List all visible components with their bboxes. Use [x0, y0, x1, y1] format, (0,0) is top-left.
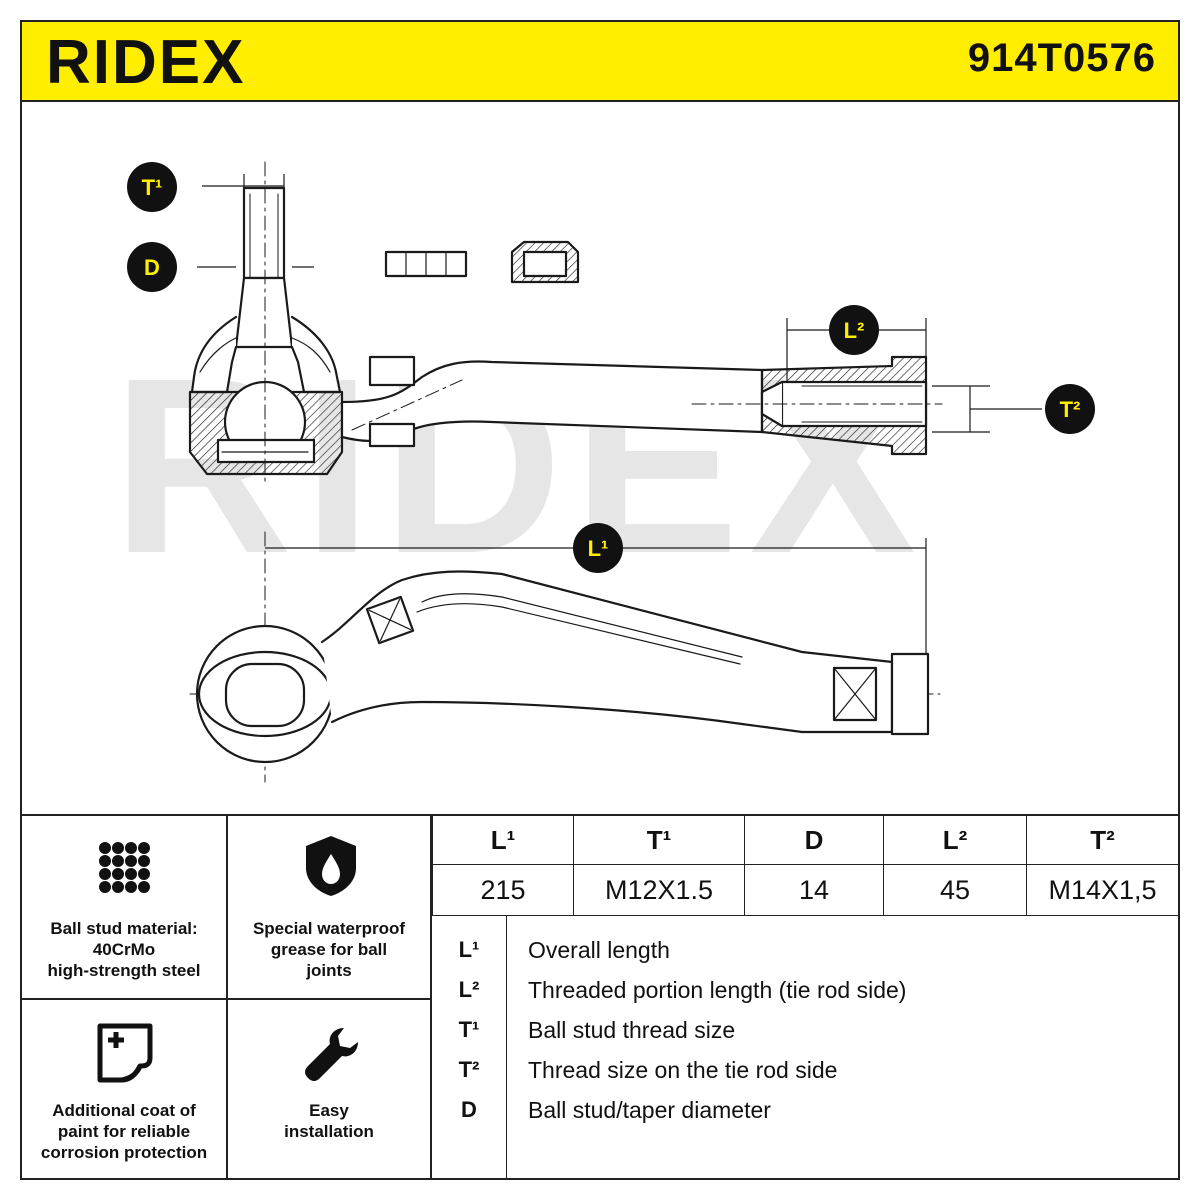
spec-header-d: D	[744, 816, 884, 865]
ridex-logo: RIDEX	[46, 28, 245, 94]
legend-symbol: L¹	[458, 937, 480, 962]
part-number: 914T0576	[967, 36, 1156, 80]
tie-rod-end-drawing: RIDEX	[112, 161, 1095, 783]
svg-text:D: D	[144, 255, 160, 280]
wrench-icon	[305, 1028, 358, 1081]
spec-table: L¹ T¹ D L² T² 215 M12X1.5 14 45 M14X1,5	[432, 816, 1178, 916]
spec-header-row: L¹ T¹ D L² T²	[432, 816, 1178, 865]
legend-row: L² Threaded portion length (tie rod side…	[432, 970, 1178, 1010]
legend-description: Overall length	[528, 937, 670, 963]
spec-value-l1: 215	[432, 864, 574, 916]
feature-text: Additional coat of paint for reliable co…	[40, 1101, 208, 1162]
legend-description: Ball stud thread size	[528, 1017, 736, 1043]
steel-grid-icon	[99, 842, 150, 893]
spec-header-l1: L¹	[432, 816, 574, 865]
legend-symbol: T¹	[458, 1017, 480, 1042]
stud-taper	[234, 276, 294, 349]
feature-paint-coat: Additional coat of paint for reliable co…	[22, 1000, 228, 1180]
product-sheet: RIDEX 914T0576 RIDEX	[20, 20, 1180, 1180]
arm-bottom-view	[320, 570, 894, 734]
spec-header-t2: T²	[1026, 816, 1178, 865]
header-bar: RIDEX 914T0576	[22, 22, 1178, 102]
brand-logo-text: RIDEX	[46, 28, 245, 94]
legend-description: Threaded portion length (tie rod side)	[528, 977, 907, 1003]
feature-easy-installation: Easy installation	[228, 1000, 432, 1180]
legend-row: D Ball stud/taper diameter	[432, 1090, 1178, 1130]
legend-row: L¹ Overall length	[432, 930, 1178, 970]
callout-d: D	[127, 242, 177, 292]
feature-text: Easy installation	[284, 1101, 374, 1141]
spec-header-l2: L²	[883, 816, 1027, 865]
feature-ball-stud-material: Ball stud material: 40CrMo high-strength…	[22, 816, 228, 1000]
feature-waterproof-grease: Special waterproof grease for ball joint…	[228, 816, 432, 1000]
spec-value-l2: 45	[883, 864, 1027, 916]
legend-description: Ball stud/taper diameter	[528, 1097, 771, 1123]
technical-drawing: RIDEX	[22, 102, 1178, 814]
callout-l2: L²	[829, 305, 879, 355]
legend-row: T¹ Ball stud thread size	[432, 1010, 1178, 1050]
svg-text:T¹: T¹	[142, 175, 163, 200]
legend-symbol: L²	[458, 977, 480, 1002]
spec-value-t2: M14X1,5	[1026, 864, 1178, 916]
svg-text:L¹: L¹	[588, 536, 609, 561]
legend-description: Thread size on the tie rod side	[528, 1057, 838, 1083]
svg-text:L²: L²	[844, 318, 865, 343]
spec-value-d: 14	[744, 864, 884, 916]
spec-header-t1: T¹	[573, 816, 745, 865]
legend-symbol-column	[432, 916, 507, 1180]
spec-value-t1: M12X1.5	[573, 864, 745, 916]
legend-row: T² Thread size on the tie rod side	[432, 1050, 1178, 1090]
dimension-legend: L¹ Overall length L² Threaded portion le…	[432, 916, 1178, 1180]
callout-l1: L¹	[573, 523, 623, 573]
legend-symbol: D	[461, 1097, 477, 1122]
info-section: Ball stud material: 40CrMo high-strength…	[22, 814, 1178, 1180]
stud-thread	[242, 186, 286, 280]
callout-t2: T²	[1045, 384, 1095, 434]
callout-t1: T¹	[127, 162, 177, 212]
paint-coat-icon	[97, 1023, 153, 1083]
legend-symbol: T²	[458, 1057, 480, 1082]
spec-value-row: 215 M12X1.5 14 45 M14X1,5	[432, 864, 1178, 916]
feature-text: Special waterproof grease for ball joint…	[252, 919, 406, 980]
divider	[22, 998, 432, 1000]
grease-drop-icon	[306, 836, 356, 896]
feature-text: Ball stud material: 40CrMo high-strength…	[47, 919, 201, 980]
svg-text:T²: T²	[1060, 397, 1081, 422]
